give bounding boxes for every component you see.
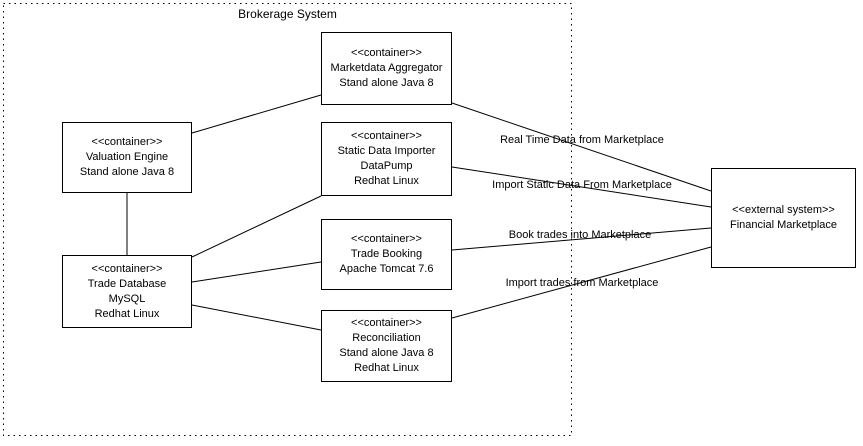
node-valuation-engine: <<container>> Valuation Engine Stand alo… [62,122,192,193]
node-title: Reconciliation [352,332,421,344]
edge-static-data-importer-financial-marketplace [451,166,712,208]
node-financial-marketplace: <<external system>> Financial Marketplac… [711,168,856,268]
edge-label-book-trades: Book trades into Marketplace [508,229,652,241]
node-technology: MySQL [108,292,146,305]
edge-trade-database-reconciliation [191,304,322,331]
edge-label-real-time-data: Real Time Data from Marketplace [500,134,664,146]
node-static-data-importer: <<container>> Static Data Importer DataP… [321,122,452,196]
node-technology: Apache Tomcat 7.6 [339,263,434,275]
node-os: Redhat Linux [354,362,419,374]
node-technology: Stand alone Java 8 [339,347,434,359]
edge-reconciliation-financial-marketplace [451,246,712,319]
edge-trade-booking-financial-marketplace [451,227,712,251]
node-stereotype: <<container>> [351,233,422,245]
node-os: Redhat Linux [354,175,419,187]
edge-valuation-engine-marketdata-aggregator [191,94,322,134]
node-title: Valuation Engine [85,151,169,163]
node-technology: Stand alone Java 8 [339,77,434,89]
node-title: Marketdata Aggregator [330,62,443,74]
edge-label-import-static-data: Import Static Data From Marketplace [492,179,672,191]
node-title: Trade Database [87,277,167,290]
node-stereotype: <<container>> [91,262,163,275]
node-marketdata-aggregator: <<container>> Marketdata Aggregator Stan… [321,32,452,105]
node-reconciliation: <<container>> Reconciliation Stand alone… [321,310,452,382]
node-technology: Stand alone Java 8 [79,166,175,178]
node-stereotype: <<container>> [351,317,422,329]
edge-label-import-trades: Import trades from Marketplace [505,277,659,289]
node-stereotype: <<container>> [351,130,422,142]
edge-marketdata-aggregator-financial-marketplace [451,102,712,192]
node-title: Static Data Importer [337,145,436,157]
node-stereotype: <<container>> [91,136,163,148]
node-title: Trade Booking [350,248,423,260]
node-stereotype: <<external system>> [732,204,835,216]
brokerage-system-boundary [3,3,572,436]
node-title: Financial Marketplace [730,219,837,231]
node-trade-database: <<container>> Trade Database MySQL Redha… [62,255,192,328]
node-os: Redhat Linux [94,307,160,320]
node-trade-booking: <<container>> Trade Booking Apache Tomca… [321,219,452,290]
edge-trade-database-trade-booking [191,261,322,283]
node-technology: DataPump [360,160,413,172]
edge-trade-database-static-data-importer [191,195,322,258]
boundary-title: Brokerage System [238,7,337,21]
node-stereotype: <<container>> [351,47,422,59]
